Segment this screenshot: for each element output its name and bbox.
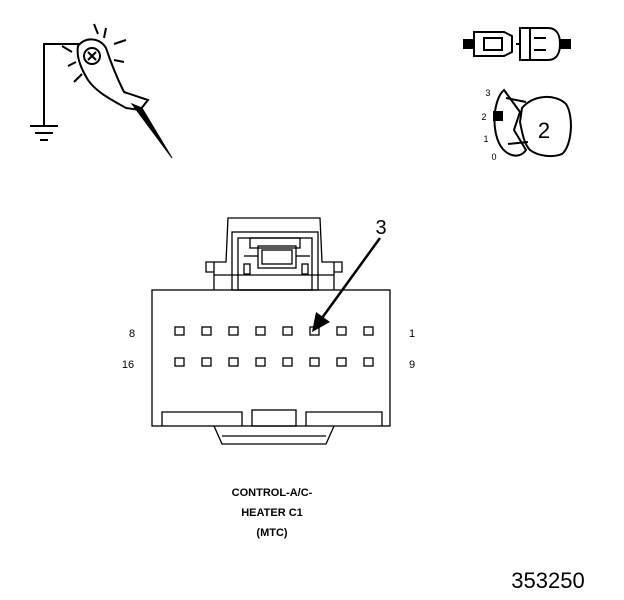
pin-cavity (363, 326, 374, 336)
switch-position-icon (493, 88, 572, 158)
switch-position-3: 3 (485, 88, 490, 98)
callout-number: 3 (375, 217, 386, 239)
pin-label-9: 9 (409, 359, 415, 371)
pin-cavity (336, 357, 347, 367)
connector-caption-line2: HEATER C1 (241, 507, 303, 519)
pin-cavity (201, 357, 212, 367)
pin-cavity (282, 326, 293, 336)
callout-arrow (312, 237, 382, 332)
pin-label-16: 16 (122, 359, 134, 371)
switch-selected-position: 2 (538, 118, 550, 143)
pin-cavity (255, 357, 266, 367)
pin-label-8: 8 (129, 328, 135, 340)
pin-cavities (174, 326, 374, 367)
connector-caption-line3: (MTC) (256, 527, 287, 539)
switch-position-0: 0 (491, 152, 496, 162)
pin-cavity (255, 326, 266, 336)
pin-cavity (363, 357, 374, 367)
connector-halves-icon (463, 27, 571, 61)
test-probe-icon (30, 23, 173, 159)
pin-cavity (201, 326, 212, 336)
pin-cavity (336, 326, 347, 336)
pin-cavity (228, 326, 239, 336)
switch-position-2: 2 (481, 112, 486, 122)
figure-id: 353250 (511, 568, 584, 593)
pin-cavity (228, 357, 239, 367)
pin-cavity (174, 326, 185, 336)
pin-cavity (174, 357, 185, 367)
connector-housing (151, 217, 391, 445)
pin-cavity (309, 357, 320, 367)
switch-position-1: 1 (483, 134, 488, 144)
connector-caption-line1: CONTROL-A/C- (232, 487, 313, 499)
pin-cavity (282, 357, 293, 367)
pin-label-1: 1 (409, 328, 415, 340)
